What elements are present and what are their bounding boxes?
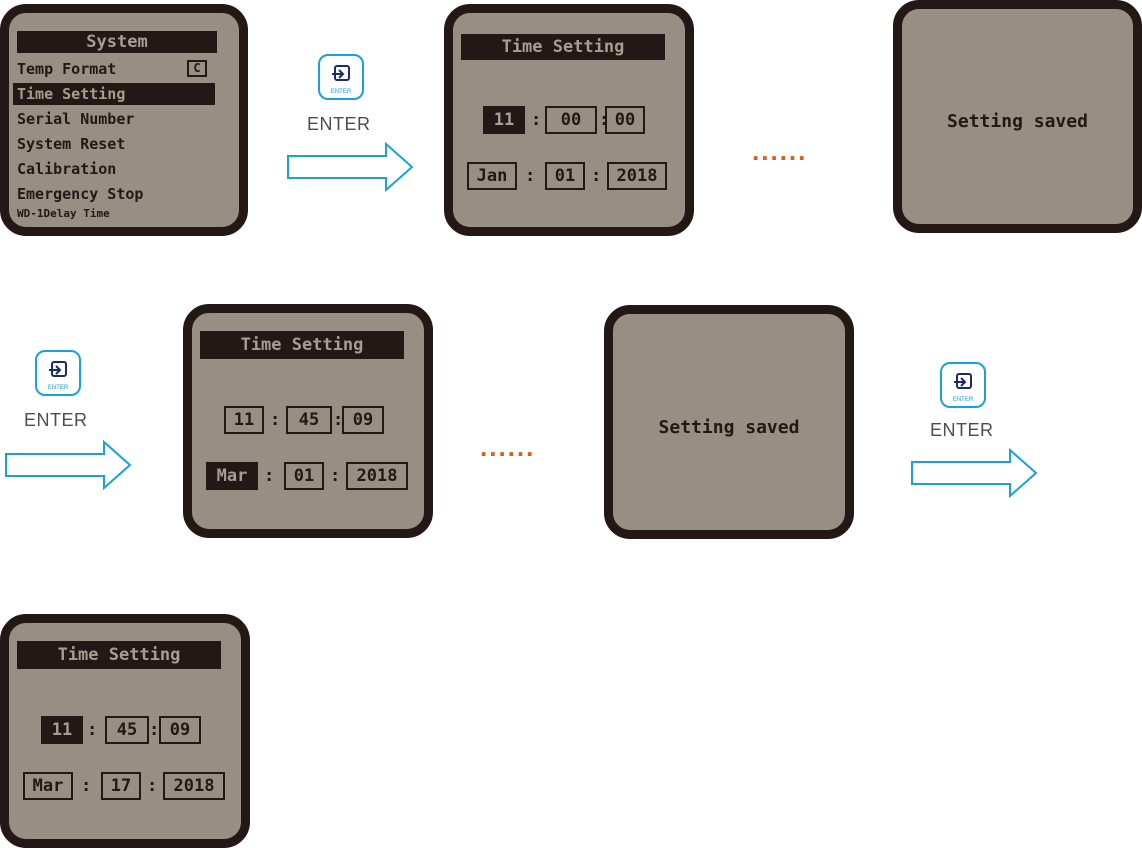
menu-item-label: Temp Format xyxy=(17,60,117,78)
enter-button-icon: ENTER xyxy=(35,350,81,396)
colon: : xyxy=(531,110,542,130)
year-field[interactable]: 2018 xyxy=(346,462,408,490)
second-field[interactable]: 09 xyxy=(342,406,384,434)
right-arrow-icon xyxy=(911,448,1038,498)
enter-label: ENTER xyxy=(307,114,371,134)
enter-label: ENTER xyxy=(930,420,994,440)
colon: : xyxy=(87,720,98,740)
colon: : xyxy=(591,166,602,186)
minute-field[interactable]: 45 xyxy=(286,406,332,434)
time-setting-screen-1: Time Setting 11 : 00 : 00 Jan : 01 : 201… xyxy=(444,4,694,236)
colon: : xyxy=(149,720,160,740)
setting-saved-screen-1: Setting saved xyxy=(893,0,1142,233)
system-menu-screen: System Temp Format C Time Setting Serial… xyxy=(0,4,248,236)
second-field[interactable]: 00 xyxy=(605,106,645,134)
enter-button-icon: ENTER xyxy=(318,54,364,100)
colon: : xyxy=(147,776,158,796)
colon: : xyxy=(599,110,610,130)
ellipsis-dots: ...... xyxy=(480,432,536,462)
month-field[interactable]: Mar xyxy=(23,772,73,800)
menu-item-emergency-stop[interactable]: Emergency Stop xyxy=(17,185,144,203)
colon: : xyxy=(81,776,92,796)
time-setting-screen-3: Time Setting 11 : 45 : 09 Mar : 17 : 201… xyxy=(0,614,250,848)
month-field[interactable]: Mar xyxy=(206,462,258,490)
minute-field[interactable]: 45 xyxy=(105,716,149,744)
time-setting-title: Time Setting xyxy=(17,641,221,669)
setting-saved-text: Setting saved xyxy=(658,417,800,438)
enter-icon-text: ENTER xyxy=(47,385,69,391)
setting-saved-screen-2: Setting saved xyxy=(604,305,854,539)
setting-saved-text: Setting saved xyxy=(947,111,1088,132)
colon: : xyxy=(525,166,536,186)
colon: : xyxy=(270,410,281,430)
enter-icon-text: ENTER xyxy=(330,89,352,95)
temp-format-value: C xyxy=(187,60,207,77)
minute-field[interactable]: 00 xyxy=(545,106,597,134)
menu-item-system-reset[interactable]: System Reset xyxy=(17,135,126,153)
menu-item-temp-format[interactable]: Temp Format C xyxy=(17,58,217,80)
year-field[interactable]: 2018 xyxy=(607,162,667,190)
second-field[interactable]: 09 xyxy=(159,716,201,744)
menu-item-time-setting[interactable]: Time Setting xyxy=(13,83,215,105)
hour-field[interactable]: 11 xyxy=(41,716,83,744)
menu-item-wd1-delay-time[interactable]: WD-1Delay Time xyxy=(17,207,110,220)
day-field[interactable]: 01 xyxy=(284,462,324,490)
day-field[interactable]: 17 xyxy=(101,772,141,800)
enter-label: ENTER xyxy=(24,410,88,430)
colon: : xyxy=(333,410,344,430)
time-setting-title: Time Setting xyxy=(461,34,665,60)
right-arrow-icon xyxy=(287,142,414,192)
time-setting-screen-2: Time Setting 11 : 45 : 09 Mar : 01 : 201… xyxy=(183,304,433,538)
enter-button-icon: ENTER xyxy=(940,362,986,408)
hour-field[interactable]: 11 xyxy=(224,406,264,434)
month-field[interactable]: Jan xyxy=(467,162,517,190)
menu-item-calibration[interactable]: Calibration xyxy=(17,160,117,178)
day-field[interactable]: 01 xyxy=(545,162,585,190)
time-setting-title: Time Setting xyxy=(200,331,404,359)
right-arrow-icon xyxy=(5,440,132,490)
hour-field[interactable]: 11 xyxy=(483,106,525,134)
ellipsis-dots: ...... xyxy=(752,136,808,166)
year-field[interactable]: 2018 xyxy=(163,772,225,800)
system-title: System xyxy=(17,31,217,53)
menu-item-serial-number[interactable]: Serial Number xyxy=(17,110,135,128)
enter-icon-text: ENTER xyxy=(952,397,974,403)
colon: : xyxy=(264,466,275,486)
colon: : xyxy=(330,466,341,486)
